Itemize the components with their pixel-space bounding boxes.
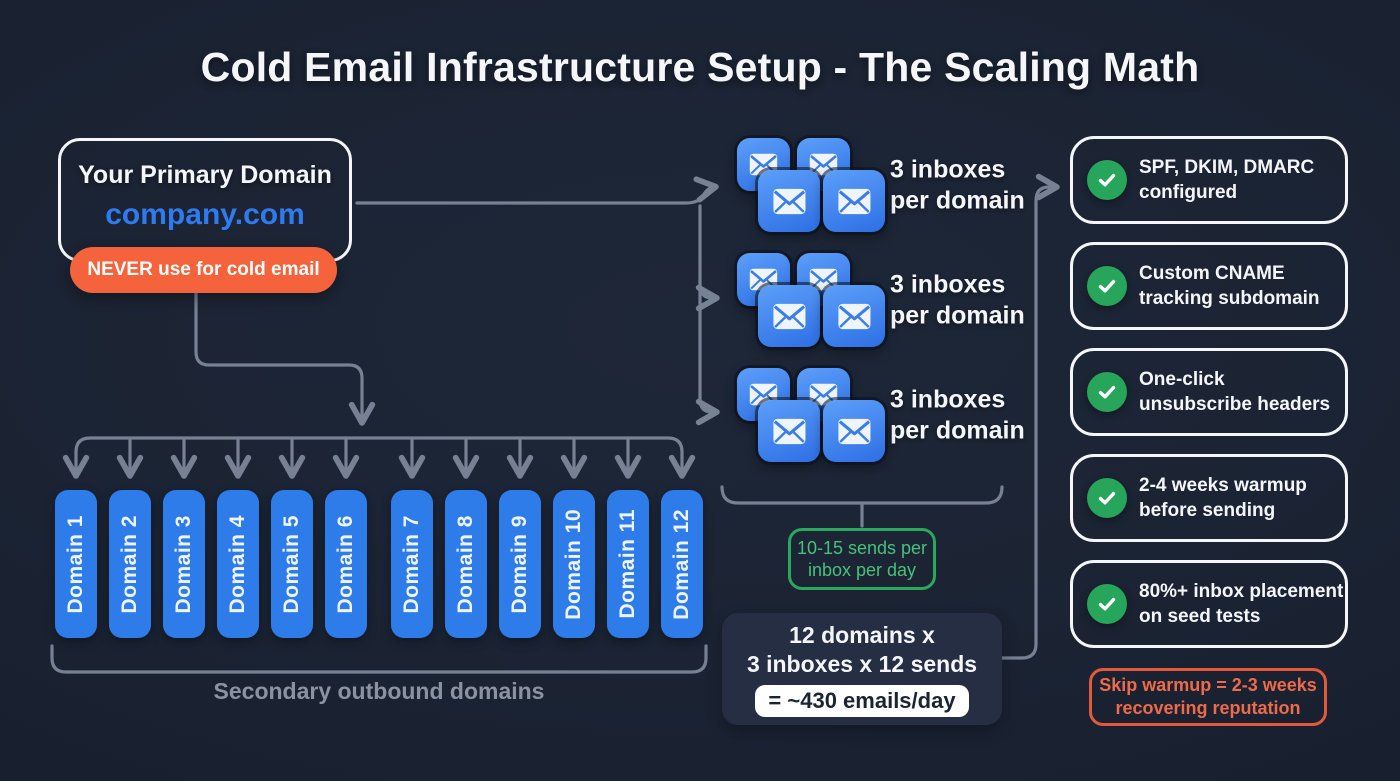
checklist-item-text: 2-4 weeks warmup before sending [1139, 473, 1307, 523]
domain-pill: Domain 4 [217, 490, 259, 638]
domain-pill: Domain 8 [445, 490, 487, 638]
never-use-warning-pill: NEVER use for cold email [70, 247, 337, 293]
checklist-item: 2-4 weeks warmup before sending [1070, 454, 1348, 542]
sends-per-inbox-note: 10-15 sends per inbox per day [788, 528, 936, 590]
daily-total-badge: = ~430 emails/day [755, 684, 969, 717]
inbox-cluster: 3 inboxes per domain [737, 368, 1077, 462]
checklist-item-text: SPF, DKIM, DMARC configured [1139, 155, 1314, 205]
domain-label: Domain 3 [172, 514, 195, 614]
wire-pill-to-domains [194, 292, 376, 426]
domain-pill: Domain 9 [499, 490, 541, 638]
domain-pill: Domain 5 [271, 490, 313, 638]
mail-icon [758, 170, 820, 232]
cluster-label-line1: 3 inboxes [890, 270, 1006, 299]
cluster-label-line2: per domain [890, 186, 1025, 214]
domain-label: Domain 9 [508, 514, 531, 614]
domain-pill: Domain 1 [55, 490, 97, 638]
cluster-label: 3 inboxes per domain [890, 270, 1025, 331]
skip-warmup-line2: recovering reputation [1115, 698, 1301, 718]
checklist-item-line1: 80%+ inbox placement [1139, 580, 1344, 602]
primary-domain-card: Your Primary Domain company.com [58, 138, 352, 262]
best-practices-checklist: SPF, DKIM, DMARC configured Custom CNAME… [1070, 136, 1348, 648]
wire-primary-to-cluster1 [355, 176, 719, 205]
checklist-item-line1: One-click [1139, 368, 1225, 390]
domain-label: Domain 7 [400, 514, 423, 614]
secondary-domains-caption: Secondary outbound domains [213, 678, 545, 704]
cluster-label: 3 inboxes per domain [890, 385, 1025, 446]
domain-pill: Domain 10 [553, 490, 595, 638]
checklist-item-text: 80%+ inbox placement on seed tests [1139, 579, 1343, 629]
secondary-domains-row: Domain 1 Domain 2 Domain 3 Domain 4 Doma… [55, 490, 703, 638]
checklist-item-line1: 2-4 weeks warmup [1139, 474, 1307, 496]
bracket-clusters [720, 485, 1004, 505]
calc-line1: 12 domains x [789, 621, 935, 648]
cluster-label-line2: per domain [890, 301, 1025, 329]
domain-label: Domain 12 [670, 508, 693, 620]
inbox-cluster: 3 inboxes per domain [737, 253, 1077, 347]
checklist-item-text: One-click unsubscribe headers [1139, 367, 1330, 417]
mail-icon [758, 285, 820, 347]
check-icon [1087, 584, 1127, 624]
domain-pill: Domain 11 [607, 490, 649, 638]
mail-icon [823, 170, 885, 232]
domain-label: Domain 8 [454, 514, 477, 614]
sends-note-line2: inbox per day [807, 560, 917, 580]
scaling-math-card: 12 domains x 3 inboxes x 12 sends = ~430… [722, 613, 1002, 725]
checklist-item-line2: tracking subdomain [1139, 288, 1320, 309]
skip-warmup-line1: Skip warmup = 2-3 weeks [1099, 674, 1317, 695]
domain-label: Domain 4 [226, 514, 249, 614]
mail-icon [758, 400, 820, 462]
domain-label: Domain 1 [64, 514, 87, 614]
domain-label: Domain 6 [334, 514, 357, 614]
domain-label: Domain 10 [562, 508, 585, 620]
checklist-item: 80%+ inbox placement on seed tests [1070, 560, 1348, 648]
check-icon [1087, 372, 1127, 412]
wire-domain-distribution [62, 436, 696, 479]
check-icon [1087, 160, 1127, 200]
mail-icon [823, 400, 885, 462]
checklist-item: One-click unsubscribe headers [1070, 348, 1348, 436]
sends-note-line1: 10-15 sends per [796, 537, 928, 558]
domain-label: Domain 11 [616, 509, 639, 619]
inbox-clusters: 3 inboxes per domain 3 inbo [737, 138, 1077, 462]
primary-domain-name: company.com [105, 198, 305, 231]
calc-line2: 3 inboxes x 12 sends [746, 650, 978, 677]
checklist-item-line2: configured [1139, 182, 1238, 203]
wire-primary-to-cluster2 [695, 204, 720, 312]
domain-label: Domain 5 [280, 514, 303, 614]
check-icon [1087, 266, 1127, 306]
checklist-item-text: Custom CNAME tracking subdomain [1139, 261, 1320, 311]
page-title: Cold Email Infrastructure Setup - The Sc… [200, 44, 1200, 90]
checklist-item: SPF, DKIM, DMARC configured [1070, 136, 1348, 224]
cluster-label-line2: per domain [890, 416, 1025, 444]
checklist-item-line2: unsubscribe headers [1139, 394, 1331, 415]
domain-pill: Domain 12 [661, 490, 703, 638]
checklist-item-line1: SPF, DKIM, DMARC [1139, 156, 1315, 178]
mail-icon [823, 285, 885, 347]
domain-pill: Domain 3 [163, 490, 205, 638]
checklist-item-line1: Custom CNAME [1139, 262, 1285, 284]
primary-domain-heading: Your Primary Domain [78, 161, 332, 189]
domain-label: Domain 2 [118, 514, 141, 614]
check-icon [1087, 478, 1127, 518]
cluster-label-line1: 3 inboxes [890, 385, 1006, 414]
cluster-label: 3 inboxes per domain [890, 155, 1025, 216]
checklist-item-line2: on seed tests [1139, 606, 1261, 627]
domain-pill: Domain 2 [109, 490, 151, 638]
skip-warmup-warning: Skip warmup = 2-3 weeks recovering reput… [1089, 668, 1327, 726]
cluster-label-line1: 3 inboxes [890, 155, 1006, 184]
checklist-item: Custom CNAME tracking subdomain [1070, 242, 1348, 330]
domain-pill: Domain 6 [325, 490, 367, 638]
checklist-item-line2: before sending [1139, 500, 1276, 521]
bracket-secondary-domains [50, 644, 708, 674]
wire-primary-to-cluster3 [695, 288, 720, 426]
domain-pill: Domain 7 [391, 490, 433, 638]
inbox-cluster: 3 inboxes per domain [737, 138, 1077, 232]
